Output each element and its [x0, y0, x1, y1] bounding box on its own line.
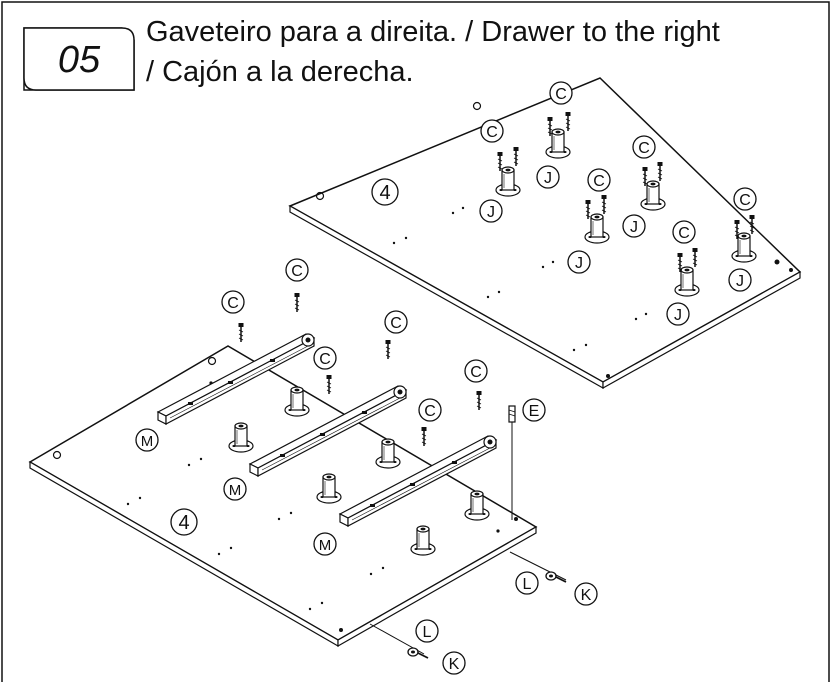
- svg-text:C: C: [470, 364, 482, 381]
- callout-screw: C: [418, 398, 442, 422]
- svg-text:J: J: [575, 255, 583, 272]
- callout-connector: J: [567, 250, 591, 274]
- callout-runner: M: [223, 477, 247, 501]
- callout-screw: C: [672, 220, 696, 244]
- callout-screw: C: [632, 135, 656, 159]
- svg-text:M: M: [229, 482, 242, 499]
- svg-text:C: C: [291, 263, 303, 280]
- step-number: 05: [58, 39, 101, 81]
- callout-connector: J: [536, 165, 560, 189]
- svg-text:C: C: [638, 140, 650, 157]
- callout-screw: C: [464, 359, 488, 383]
- callout-screw: C: [587, 168, 611, 192]
- svg-text:C: C: [227, 295, 239, 312]
- svg-text:J: J: [630, 219, 638, 236]
- svg-text:L: L: [423, 624, 432, 641]
- callout-connector: J: [666, 302, 690, 326]
- lower-callouts: C C C C C C E M M M L K L K: [135, 258, 598, 675]
- svg-text:J: J: [487, 204, 495, 221]
- svg-text:C: C: [319, 351, 331, 368]
- callout-screw: C: [733, 187, 757, 211]
- callout-screw: C: [549, 81, 573, 105]
- callout-connector: J: [479, 199, 503, 223]
- callout-screw: C: [480, 119, 504, 143]
- lower-connector-brackets: [228, 292, 567, 659]
- svg-text:4: 4: [178, 512, 189, 534]
- svg-text:M: M: [319, 537, 332, 554]
- callout-cam-bolt: K: [442, 651, 466, 675]
- step-title-line-2: / Cajón a la derecha.: [146, 56, 414, 88]
- callout-runner: M: [135, 428, 159, 452]
- cam-lock-assembly: [509, 551, 567, 583]
- upper-panel: 4: [288, 77, 802, 390]
- svg-text:J: J: [674, 307, 682, 324]
- lower-panel: 4: [28, 345, 538, 648]
- callout-screw: C: [221, 290, 245, 314]
- svg-text:4: 4: [379, 182, 390, 204]
- callout-screw: C: [384, 310, 408, 334]
- svg-text:C: C: [555, 86, 567, 103]
- svg-text:K: K: [581, 587, 592, 604]
- step-title-line-1: Gaveteiro para a direita. / Drawer to th…: [146, 16, 720, 48]
- cam-lock-assembly: [369, 623, 429, 659]
- callout-cam-lock: L: [415, 619, 439, 643]
- callout-runner: M: [313, 532, 337, 556]
- svg-text:C: C: [486, 124, 498, 141]
- callout-cam-bolt: K: [574, 582, 598, 606]
- callout-dowel: E: [522, 398, 546, 422]
- svg-text:J: J: [736, 273, 744, 290]
- upper-callouts: C C C C C C J J J J J J: [479, 81, 757, 326]
- svg-text:E: E: [529, 403, 540, 420]
- callout-screw: C: [313, 346, 337, 370]
- svg-text:K: K: [449, 656, 460, 673]
- callout-screw: C: [285, 258, 309, 282]
- svg-text:M: M: [141, 433, 154, 450]
- svg-text:C: C: [739, 192, 751, 209]
- step-badge: 05: [23, 27, 135, 91]
- panel-label-upper: 4: [371, 178, 399, 206]
- svg-text:C: C: [424, 403, 436, 420]
- dowel: [508, 405, 516, 520]
- callout-connector: J: [622, 214, 646, 238]
- svg-text:J: J: [544, 170, 552, 187]
- callout-connector: J: [728, 268, 752, 292]
- panel-label-lower: 4: [170, 508, 198, 536]
- callout-cam-lock: L: [515, 571, 539, 595]
- svg-text:C: C: [593, 173, 605, 190]
- svg-text:C: C: [390, 315, 402, 332]
- svg-text:L: L: [523, 576, 532, 593]
- svg-text:C: C: [678, 225, 690, 242]
